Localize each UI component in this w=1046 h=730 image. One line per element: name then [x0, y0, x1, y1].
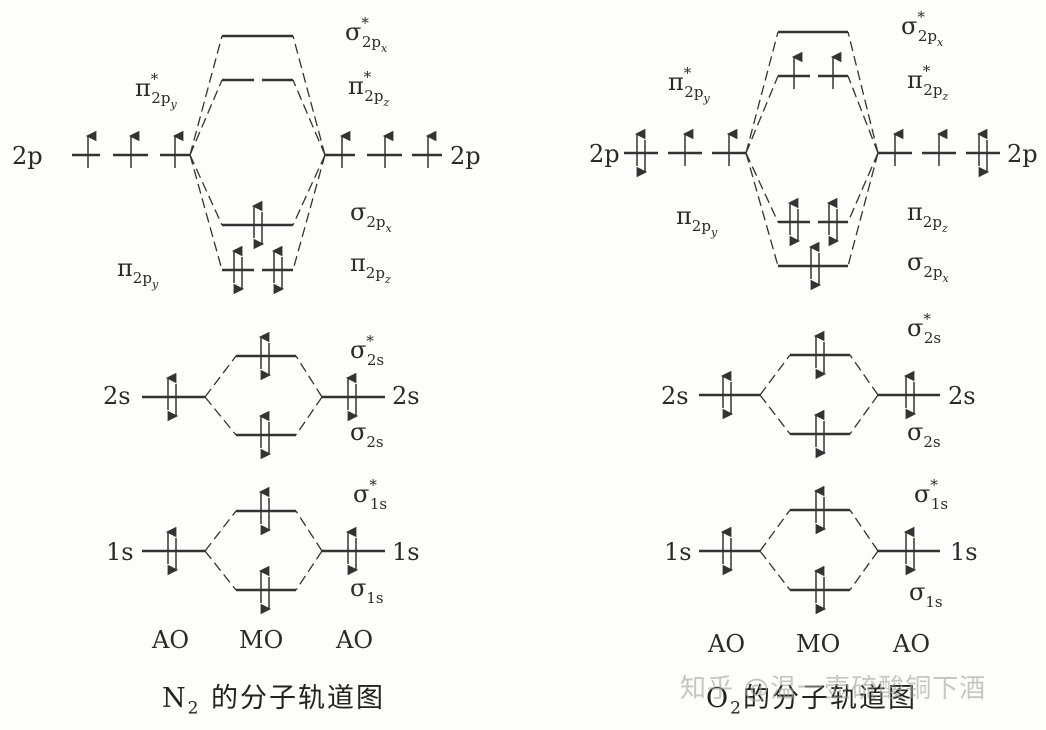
o2-2s-correlation-3: [849, 354, 879, 396]
n2-2p-left-correlation-3: [189, 154, 223, 226]
o2-diagram: 2p 2p 2s 2s 1s 1s σ*2px π*2pz π*2py π2py…: [589, 8, 1038, 658]
o2-2s-correlation-2: [759, 394, 791, 435]
o2-caption: O2的分子轨道图: [706, 676, 917, 718]
watermark-text: 知乎 @温一壶硫酸铜下酒: [680, 674, 987, 704]
o2-ao-2s-left-label: 2s: [661, 382, 689, 410]
o2-sigma-1s-label: σ1s: [909, 578, 943, 611]
o2-1s-correlation-1: [759, 509, 791, 552]
n2-caption: N2 的分子轨道图: [162, 676, 385, 718]
n2-1s-correlation-3: [295, 510, 323, 552]
o2-caption-molecule: O: [706, 683, 731, 714]
n2-ao-1s-left-label: 1s: [106, 538, 134, 566]
o2-1s-correlation-4: [849, 550, 879, 591]
n2-ao-right-column-label: AO: [335, 626, 373, 654]
n2-2s-correlation-4: [295, 396, 323, 436]
o2-pi-2pz-label: π2pz: [907, 198, 948, 235]
o2-caption-text: 的分子轨道图: [742, 683, 917, 714]
n2-sigma-2px-label: σ2px: [350, 198, 393, 235]
n2-2s-correlation-1: [204, 355, 237, 398]
n2-ao-2s-left-label: 2s: [103, 382, 131, 410]
o2-1s-correlation-2: [759, 550, 791, 591]
o2-2p-right-correlation-2: [847, 75, 879, 154]
o2-mo-column-label: MO: [796, 630, 840, 658]
n2-diagram: 2p 2p 2s 2s 1s 1s σ*2px π*2pz π*2py σ2px…: [12, 14, 481, 654]
o2-sigma-2s-label: σ2s: [907, 418, 941, 451]
n2-sigma-2s-label: σ2s: [350, 418, 384, 451]
n2-ao-2s-right-label: 2s: [392, 382, 420, 410]
n2-sigma-star-1s-label: σ*1s: [353, 476, 387, 513]
n2-2p-left-correlation-2: [189, 79, 223, 156]
n2-sigma-1s-label: σ1s: [350, 574, 384, 607]
n2-mo-column-label: MO: [239, 626, 283, 654]
o2-2p-right-correlation-3: [847, 152, 879, 223]
n2-pi-2pz-label: π2pz: [350, 249, 391, 286]
o2-2p-right-correlation-4: [847, 152, 879, 267]
n2-sigma-star-2s-label: σ*2s: [350, 332, 384, 369]
n2-2p-right-correlation-1: [292, 35, 326, 156]
o2-pi-star-2py-label: π*2py: [668, 64, 710, 105]
o2-sigma-star-2px-label: σ*2px: [901, 8, 944, 49]
n2-caption-subscript: 2: [187, 698, 201, 719]
o2-ao-1s-right-label: 1s: [950, 538, 978, 566]
n2-caption-molecule: N: [162, 683, 188, 714]
o2-2p-left-correlation-2: [745, 75, 779, 154]
n2-2p-left-correlation-4: [189, 154, 223, 271]
n2-sigma-star-2px-label: σ*2px: [345, 14, 388, 55]
o2-caption-subscript: 2: [730, 698, 743, 719]
n2-2p-right-correlation-4: [292, 154, 326, 271]
o2-pi-star-2pz-label: π*2pz: [907, 62, 948, 103]
n2-2s-correlation-2: [204, 396, 237, 436]
n2-1s-correlation-1: [204, 510, 237, 552]
o2-2p-right-correlation-1: [847, 31, 879, 154]
n2-2p-left-correlation-1: [189, 35, 223, 156]
n2-ao-left-column-label: AO: [151, 626, 189, 654]
o2-ao-2p-left-label: 2p: [589, 140, 620, 168]
o2-pi-2py-label: π2py: [676, 202, 718, 239]
n2-ao-2p-left-label: 2p: [12, 142, 43, 170]
o2-2p-left-correlation-3: [745, 152, 779, 223]
n2-ao-1s-right-label: 1s: [392, 538, 420, 566]
o2-2s-correlation-1: [759, 354, 791, 396]
n2-2p-right-correlation-2: [292, 79, 326, 156]
o2-2s-correlation-4: [849, 394, 879, 435]
n2-2s-correlation-3: [295, 355, 323, 398]
n2-ao-2p-right-label: 2p: [450, 142, 481, 170]
o2-ao-1s-left-label: 1s: [664, 538, 692, 566]
orbital-lines: [72, 30, 1000, 592]
electron-arrows: [85, 51, 990, 615]
o2-ao-2p-right-label: 2p: [1007, 140, 1038, 168]
o2-sigma-star-2s-label: σ*2s: [907, 310, 941, 347]
n2-pi-star-2pz-label: π*2pz: [348, 68, 389, 109]
o2-2p-left-correlation-4: [745, 152, 779, 267]
o2-2p-left-correlation-1: [745, 31, 779, 154]
n2-1s-correlation-2: [204, 550, 237, 591]
o2-ao-left-column-label: AO: [707, 630, 745, 658]
n2-pi-star-2py-label: π*2py: [135, 70, 177, 111]
n2-pi-2py-label: π2py: [117, 254, 159, 291]
n2-1s-correlation-4: [295, 550, 323, 591]
o2-1s-correlation-3: [849, 509, 879, 552]
o2-ao-right-column-label: AO: [892, 630, 930, 658]
o2-sigma-star-1s-label: σ*1s: [914, 476, 948, 513]
o2-sigma-2px-label: σ2px: [907, 248, 950, 285]
n2-caption-text: 的分子轨道图: [200, 683, 386, 714]
n2-2p-right-correlation-3: [292, 154, 326, 226]
o2-ao-2s-right-label: 2s: [948, 382, 976, 410]
